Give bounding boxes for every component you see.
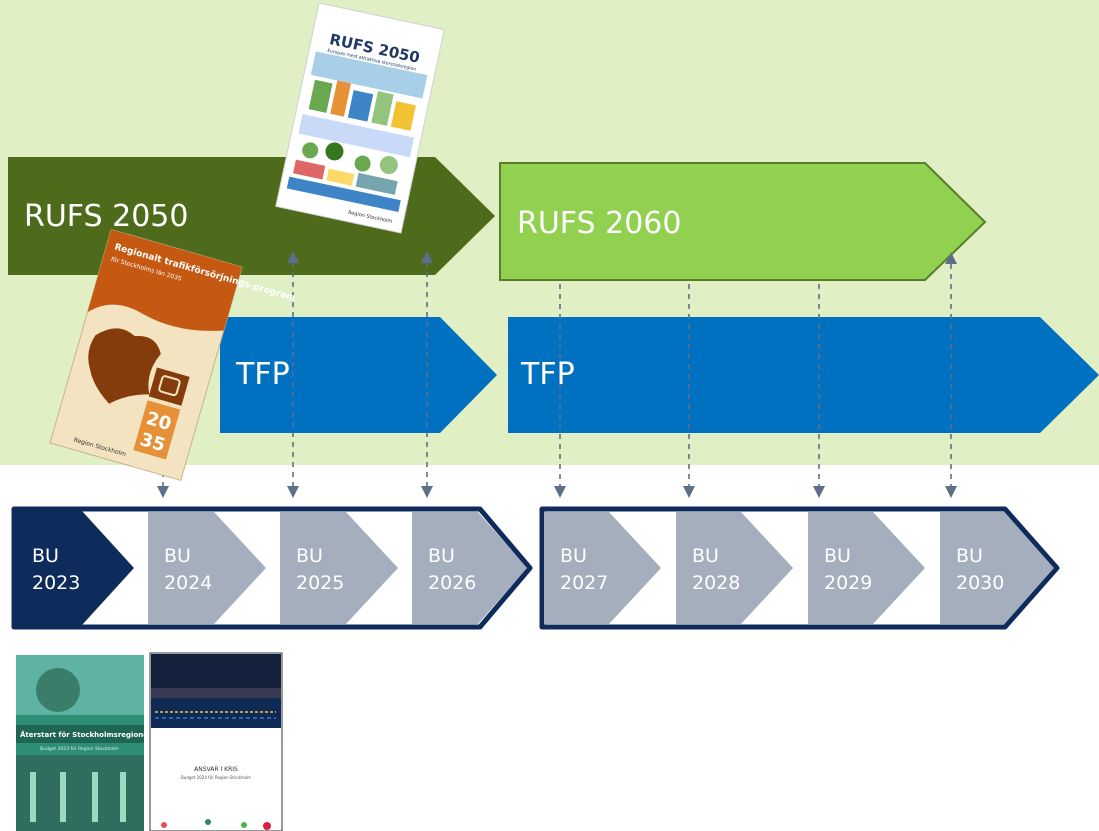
bu-label-line1: BU [428, 545, 455, 567]
budget-2024-cover: ANSVAR I KRIS Budget 2024 för Region Sto… [149, 652, 283, 831]
arrowhead-down [287, 486, 299, 498]
arrowhead-down [945, 486, 957, 498]
rufs-2060-label: RUFS 2060 [517, 206, 682, 241]
arrowhead-down [683, 486, 695, 498]
connectors [162, 262, 952, 486]
bu-label-2029: BU 2029 [824, 543, 872, 597]
tfp-label-1: TFP [236, 357, 290, 392]
rufs-2060-arrow [499, 162, 987, 281]
budget-2023-cover: Återstart för Stockholmsregionen Budget … [16, 655, 153, 831]
tfp-arrow-2 [508, 317, 1099, 433]
bu-group-2 [539, 506, 1060, 630]
arrowhead-down [813, 486, 825, 498]
trafik-program-cover: 20 35 Regionalt trafikförsörjnings-progr… [49, 228, 296, 482]
arrowhead-up [945, 252, 957, 264]
budget-2024-title: ANSVAR I KRIS [194, 766, 238, 773]
bu-group-1 [11, 506, 533, 630]
bu-chevron-2026 [412, 512, 527, 624]
bu-label-line1: BU [296, 545, 323, 567]
bu-chevron-2028 [676, 512, 793, 624]
bu-label-2023: BU 2023 [32, 543, 80, 597]
bu-label-2026: BU 2026 [428, 543, 476, 597]
bu-chevron-2030 [940, 512, 1054, 624]
bu-label-2028: BU 2028 [692, 543, 740, 597]
bu-label-2024: BU 2024 [164, 543, 212, 597]
bu-label-year: 2029 [824, 572, 873, 594]
budget-2023-title: Återstart för Stockholmsregionen [20, 730, 153, 739]
rufs-2050-label: RUFS 2050 [24, 199, 189, 234]
budget-2023-subtitle: Budget 2023 för Region Stockholm [40, 746, 119, 752]
bu-label-2025: BU 2025 [296, 543, 344, 597]
bu-label-2030: BU 2030 [956, 543, 1004, 597]
bu-label-year: 2025 [296, 572, 345, 594]
bu-chevron-2029 [808, 512, 925, 624]
bu-label-line1: BU [824, 545, 851, 567]
bu-label-line1: BU [32, 545, 59, 567]
bu-chevron-2025 [280, 512, 398, 624]
bu-label-year: 2030 [956, 572, 1005, 594]
bu-label-year: 2028 [692, 572, 741, 594]
bu-label-year: 2026 [428, 572, 477, 594]
bu-label-2027: BU 2027 [560, 543, 608, 597]
bu-label-line1: BU [692, 545, 719, 567]
arrowhead-up [421, 251, 433, 263]
bu-chevron-2023 [16, 511, 134, 625]
arrowhead-up [287, 251, 299, 263]
bu-chevron-2024 [148, 512, 266, 624]
tfp-label-2: TFP [521, 357, 575, 392]
bu-label-year: 2027 [560, 572, 609, 594]
bu-label-line1: BU [956, 545, 983, 567]
bu-chevron-2027 [544, 512, 661, 624]
bu-label-line1: BU [164, 545, 191, 567]
arrowhead-down [421, 486, 433, 498]
bu-label-year: 2024 [164, 572, 213, 594]
bu-label-year: 2023 [32, 572, 81, 594]
rufs-2050-cover: RUFS 2050 Europas mest attraktiva storst… [275, 2, 445, 234]
arrowhead-down [157, 486, 169, 498]
budget-2024-subtitle: Budget 2024 för Region Stockholm [181, 775, 251, 780]
bu-label-line1: BU [560, 545, 587, 567]
arrowhead-down [554, 486, 566, 498]
